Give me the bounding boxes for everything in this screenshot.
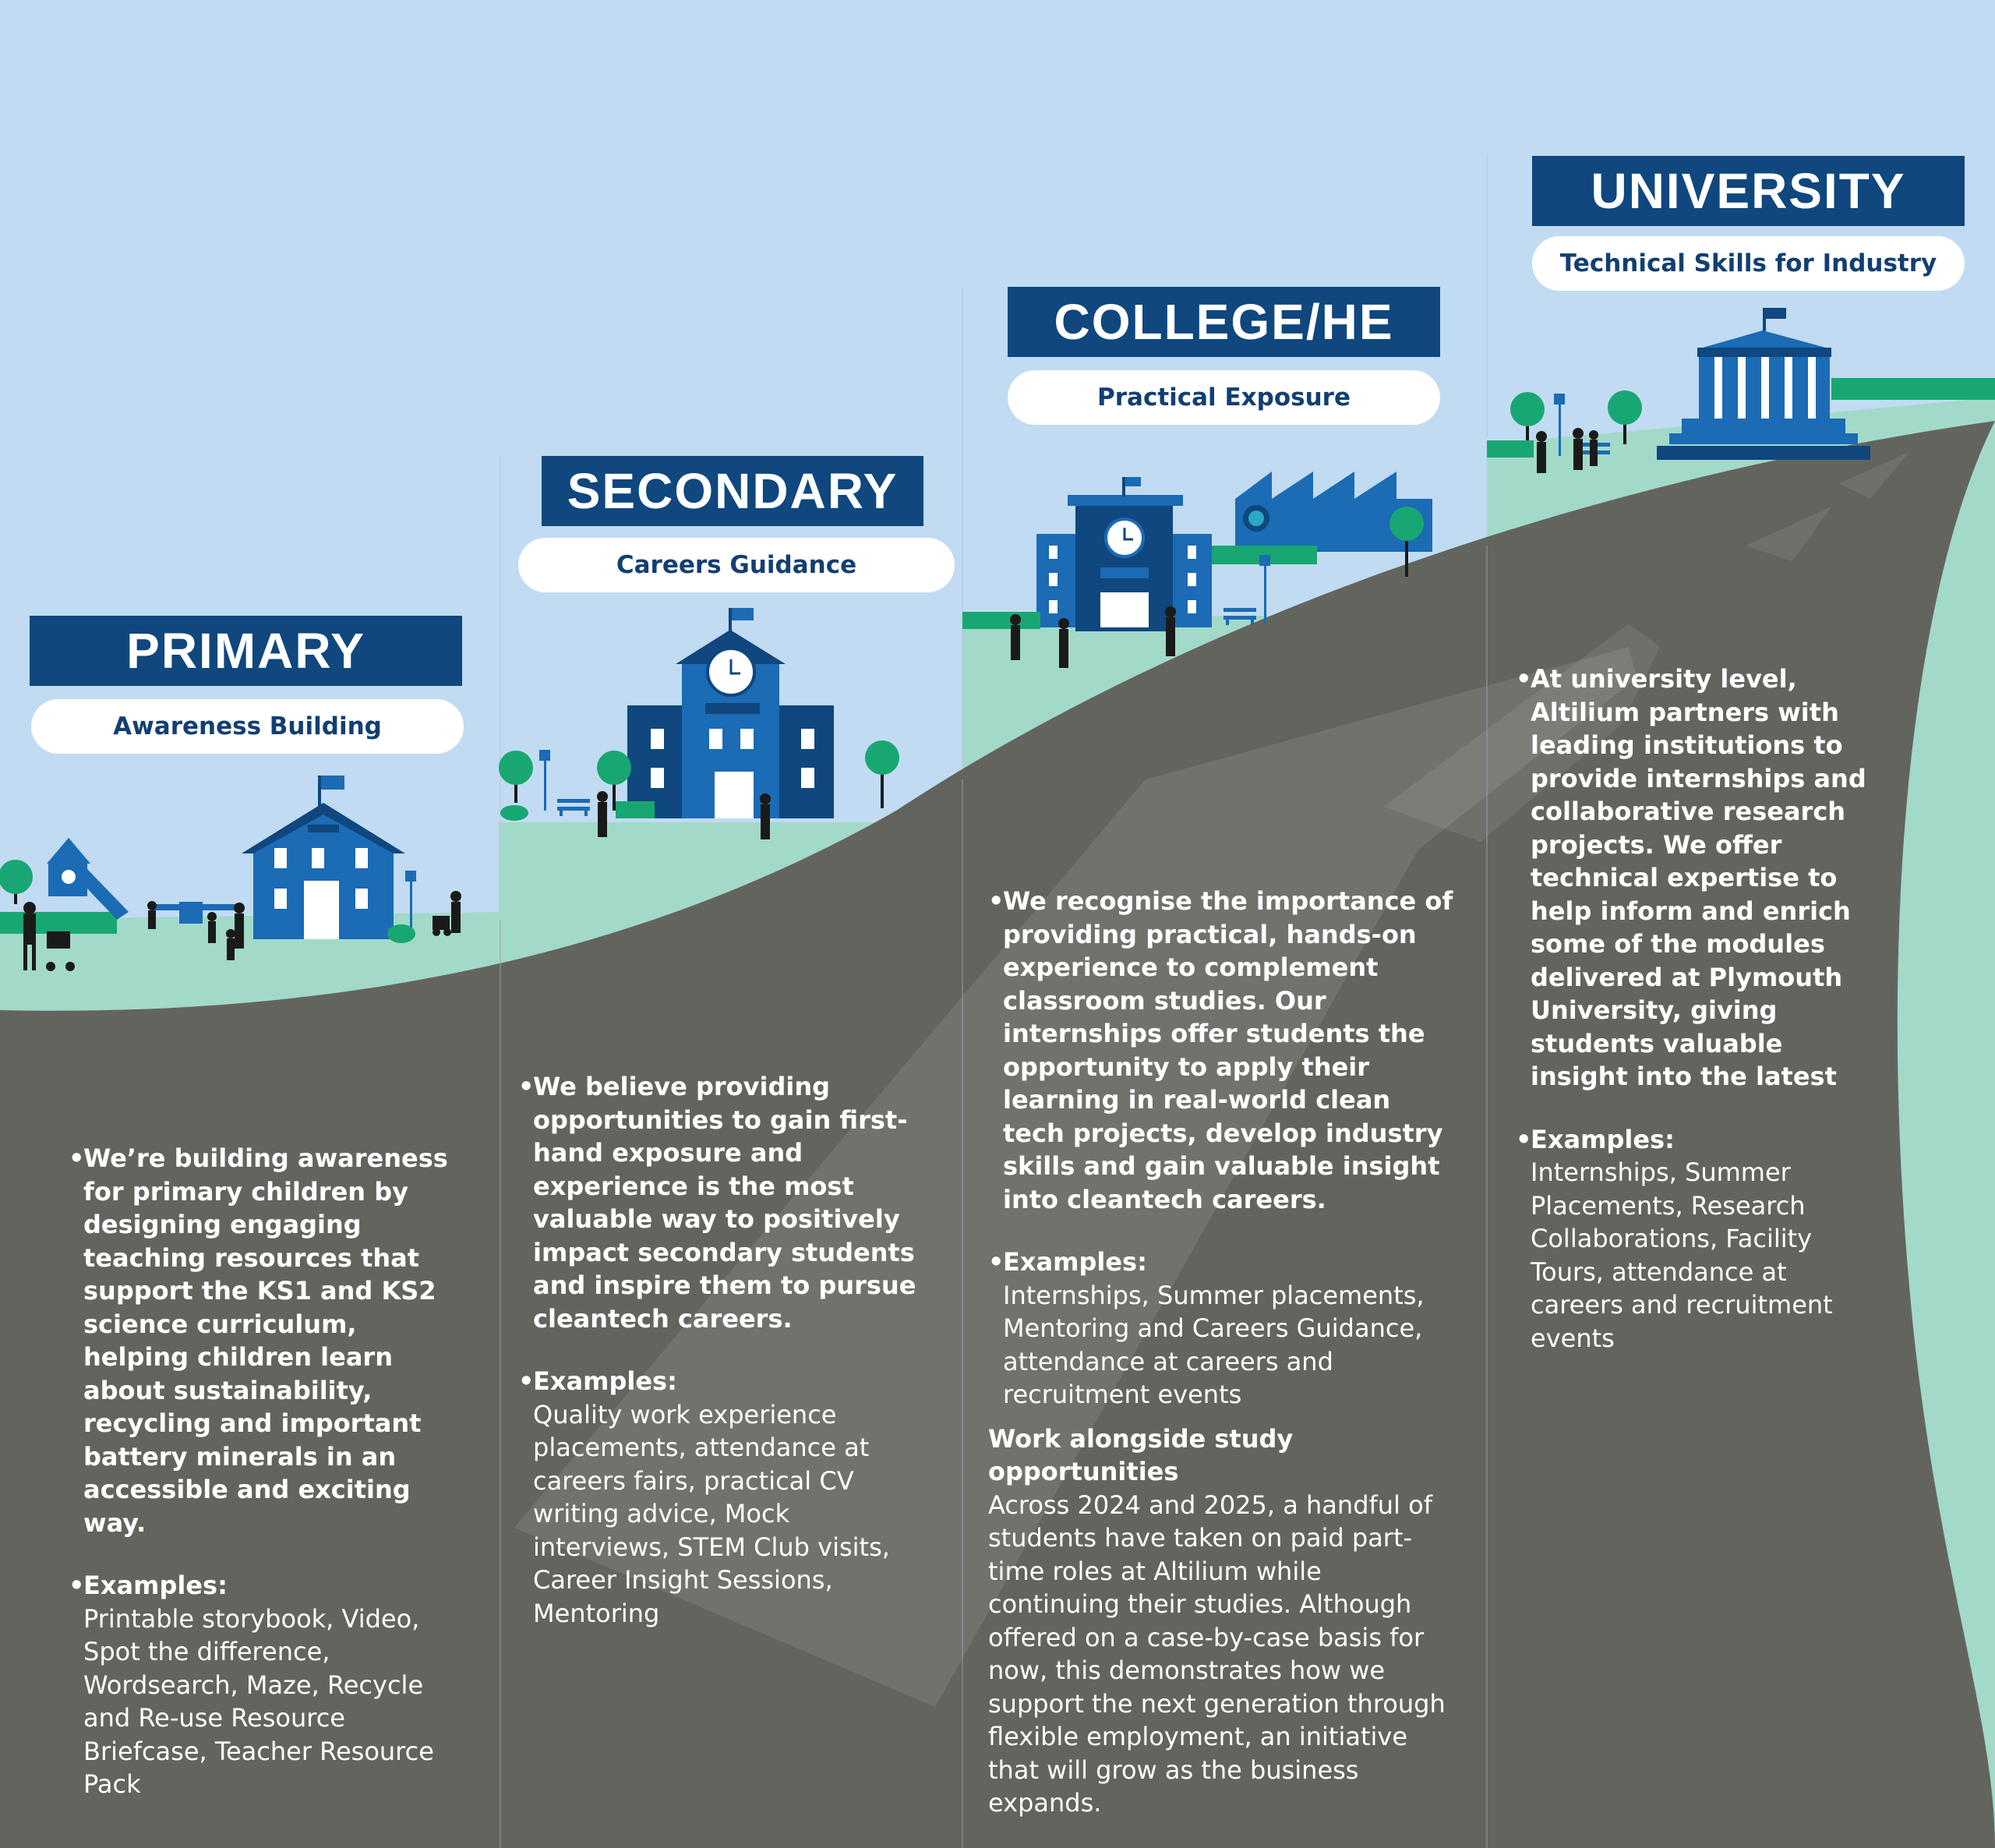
secondary-examples: Quality work experience placements, atte…: [533, 1399, 890, 1628]
university-examples-label: Examples:: [1516, 1123, 1886, 1157]
stage-title-primary: PRIMARY: [30, 616, 462, 686]
seesaw-icon: [152, 902, 242, 924]
primary-text: We’re building awareness for primary chi…: [69, 1142, 458, 1801]
university-description: At university level, Altilium partners w…: [1516, 663, 1886, 1094]
university-text: At university level, Altilium partners w…: [1516, 663, 1886, 1355]
college-description: We recognise the importance of providing…: [988, 885, 1456, 1216]
secondary-description: We believe providing opportunities to ga…: [518, 1070, 931, 1335]
people-silhouettes: [23, 891, 461, 971]
university-illustration: [1487, 308, 1995, 473]
university-building-icon: [1657, 308, 1870, 460]
primary-examples-label: Examples:: [69, 1569, 458, 1602]
primary-description: We’re building awareness for primary chi…: [69, 1142, 458, 1539]
secondary-school-building-icon: [627, 608, 834, 818]
secondary-school-illustration: [499, 608, 899, 839]
tree-icon: [1608, 390, 1642, 444]
tree-icon: [1389, 507, 1424, 577]
primary-examples: Printable storybook, Video, Spot the dif…: [83, 1603, 434, 1800]
college-work-study-heading: Work alongside study opportunities: [988, 1423, 1294, 1487]
stage-title-secondary: SECONDARY: [542, 456, 923, 526]
lamp-post-icon: [405, 871, 416, 928]
stage-subtitle-primary: Awareness Building: [31, 699, 464, 754]
primary-school-building-icon: [242, 776, 405, 939]
college-text: We recognise the importance of providing…: [988, 885, 1456, 1820]
factory-icon: [1235, 472, 1432, 552]
college-examples: Internships, Summer placements, Mentorin…: [1003, 1280, 1425, 1410]
college-examples-label: Examples:: [988, 1246, 1456, 1279]
stage-subtitle-secondary: Careers Guidance: [518, 538, 955, 592]
university-examples: Internships, Summer Placements, Research…: [1531, 1157, 1833, 1353]
secondary-text: We believe providing opportunities to ga…: [518, 1070, 931, 1630]
tree-icon: [597, 751, 631, 811]
tree-icon: [1510, 392, 1545, 440]
secondary-examples-label: Examples:: [518, 1365, 931, 1398]
bench-icon: [1223, 608, 1256, 625]
lamp-post-icon: [1259, 555, 1270, 624]
primary-school-illustration: [0, 776, 461, 971]
tree-icon: [0, 860, 33, 904]
stage-title-college: COLLEGE/HE: [1008, 287, 1440, 357]
lamp-post-icon: [539, 750, 550, 811]
college-work-study-body: Across 2024 and 2025, a handful of stude…: [988, 1489, 1446, 1818]
tree-icon: [865, 740, 899, 808]
playground-slide-icon: [47, 838, 129, 920]
stage-subtitle-university: Technical Skills for Industry: [1532, 236, 1965, 291]
college-illustration: [962, 472, 1432, 668]
lamp-post-icon: [1554, 394, 1565, 456]
tree-icon: [499, 751, 533, 803]
bench-icon: [557, 799, 590, 816]
stage-subtitle-college: Practical Exposure: [1008, 370, 1440, 425]
college-building-icon: [1036, 477, 1212, 631]
stage-title-university: UNIVERSITY: [1532, 156, 1965, 226]
